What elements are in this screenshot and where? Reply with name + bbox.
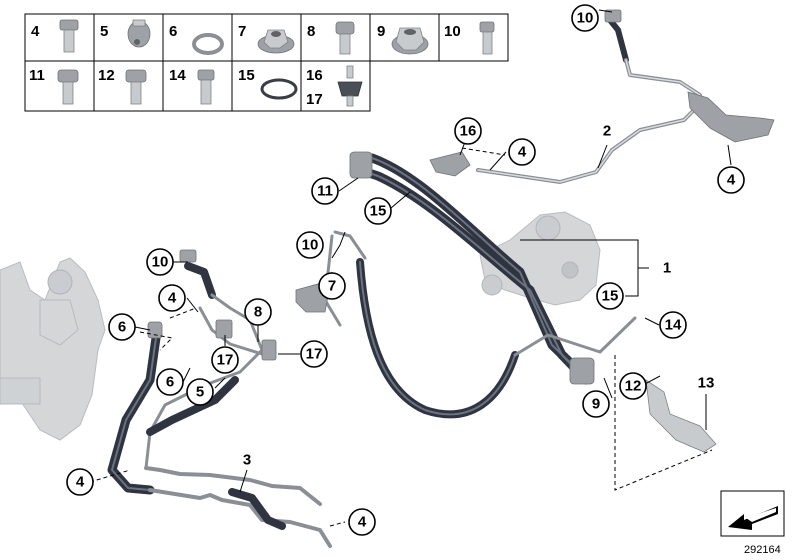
callout-10-left: 10 bbox=[146, 248, 174, 276]
bracket-13 bbox=[645, 379, 717, 453]
legend-label-9: 9 bbox=[377, 23, 385, 40]
svg-text:4: 4 bbox=[518, 144, 527, 161]
svg-text:4: 4 bbox=[727, 172, 736, 189]
svg-text:5: 5 bbox=[196, 384, 204, 401]
callout-6-left: 6 bbox=[108, 313, 136, 341]
legend-label-8: 8 bbox=[307, 23, 315, 40]
callout-13: 13 bbox=[698, 375, 715, 392]
callout-9: 9 bbox=[582, 390, 610, 418]
callout-8: 8 bbox=[244, 298, 272, 326]
legend-label-4: 4 bbox=[31, 23, 40, 40]
svg-text:4: 4 bbox=[168, 290, 177, 307]
diagram-reference-number: 292164 bbox=[744, 544, 781, 556]
svg-text:10: 10 bbox=[152, 254, 169, 271]
svg-text:4: 4 bbox=[76, 474, 85, 491]
legend-label-10: 10 bbox=[444, 23, 461, 40]
callout-14: 14 bbox=[659, 311, 687, 339]
banjo-bolt-5-icon bbox=[127, 19, 151, 48]
legend-label-12: 12 bbox=[98, 67, 115, 84]
callout-leaders bbox=[134, 9, 732, 493]
svg-text:10: 10 bbox=[577, 10, 594, 27]
callout-11: 11 bbox=[311, 177, 339, 205]
svg-text:3: 3 bbox=[243, 452, 251, 469]
legend-label-5: 5 bbox=[100, 23, 108, 40]
left-line-assembly bbox=[107, 249, 332, 548]
pressure-hose-pair bbox=[349, 151, 595, 385]
callout-6-lower: 6 bbox=[156, 368, 184, 396]
callout-3: 3 bbox=[243, 452, 251, 469]
sealing-ring-6-icon bbox=[192, 33, 224, 55]
callout-16: 16 bbox=[454, 117, 482, 145]
svg-text:13: 13 bbox=[698, 375, 715, 392]
callout-5: 5 bbox=[186, 378, 214, 406]
callout-4-upper: 4 bbox=[508, 138, 536, 166]
svg-text:11: 11 bbox=[317, 183, 333, 200]
callout-17-left: 17 bbox=[211, 346, 239, 374]
legend-label-16: 16 bbox=[306, 67, 323, 84]
bolt-11-icon bbox=[57, 69, 79, 105]
o-ring-15-icon bbox=[260, 78, 298, 100]
callout-2: 2 bbox=[603, 123, 611, 140]
svg-text:17: 17 bbox=[306, 346, 323, 363]
legend-label-15: 15 bbox=[238, 67, 255, 84]
bracket-16 bbox=[429, 151, 471, 177]
legend-label-14: 14 bbox=[169, 67, 186, 84]
fastener-legend: 4 5 6 7 8 9 10 bbox=[24, 13, 509, 112]
callout-4-right: 4 bbox=[717, 166, 745, 194]
callout-17-right: 17 bbox=[300, 340, 328, 368]
power-steering-pump-background bbox=[479, 211, 601, 306]
callout-10-middle: 10 bbox=[296, 231, 324, 259]
svg-text:6: 6 bbox=[118, 319, 126, 336]
callout-12: 12 bbox=[619, 372, 647, 400]
svg-text:15: 15 bbox=[370, 203, 387, 220]
svg-text:15: 15 bbox=[602, 288, 619, 305]
svg-text:6: 6 bbox=[166, 374, 174, 391]
svg-text:16: 16 bbox=[460, 123, 477, 140]
svg-text:2: 2 bbox=[603, 123, 611, 140]
legend-label-6: 6 bbox=[169, 23, 177, 40]
suction-hose-loop bbox=[323, 230, 637, 419]
svg-text:10: 10 bbox=[302, 237, 319, 254]
return-pipe-assembly bbox=[476, 9, 775, 184]
callout-4-left-bottom: 4 bbox=[66, 468, 94, 496]
legend-label-11: 11 bbox=[29, 67, 45, 84]
bolt-8-icon bbox=[335, 21, 355, 55]
callout-15-upper: 15 bbox=[364, 197, 392, 225]
socket-bolt-10-icon bbox=[479, 21, 495, 55]
svg-text:12: 12 bbox=[625, 378, 642, 395]
svg-text:14: 14 bbox=[665, 317, 682, 334]
legend-label-7: 7 bbox=[238, 23, 246, 40]
bolt-12-icon bbox=[125, 69, 147, 105]
bolt-4-icon bbox=[59, 19, 79, 53]
dashed-leaders bbox=[89, 147, 713, 527]
svg-text:4: 4 bbox=[358, 514, 367, 531]
callout-7: 7 bbox=[318, 272, 346, 300]
reference-box: 292164 bbox=[720, 490, 785, 556]
legend-label-17: 17 bbox=[306, 91, 323, 108]
steering-gear-background bbox=[0, 257, 106, 441]
callout-1: 1 bbox=[663, 260, 671, 277]
rubber-mount-16-17-icon bbox=[337, 65, 363, 107]
svg-text:17: 17 bbox=[217, 352, 234, 369]
direction-arrow-icon bbox=[728, 506, 778, 530]
collar-nut-9-icon bbox=[391, 27, 429, 55]
svg-text:7: 7 bbox=[328, 278, 336, 295]
callout-15-right: 15 bbox=[596, 282, 624, 310]
callout-10-top: 10 bbox=[571, 4, 599, 32]
svg-text:9: 9 bbox=[592, 396, 600, 413]
bolt-14-icon bbox=[197, 69, 215, 105]
collar-nut-7-icon bbox=[257, 29, 295, 54]
callout-4-bottom: 4 bbox=[348, 508, 376, 536]
svg-text:1: 1 bbox=[663, 260, 671, 277]
callout-4-left-top: 4 bbox=[158, 284, 186, 312]
svg-text:8: 8 bbox=[254, 304, 262, 321]
